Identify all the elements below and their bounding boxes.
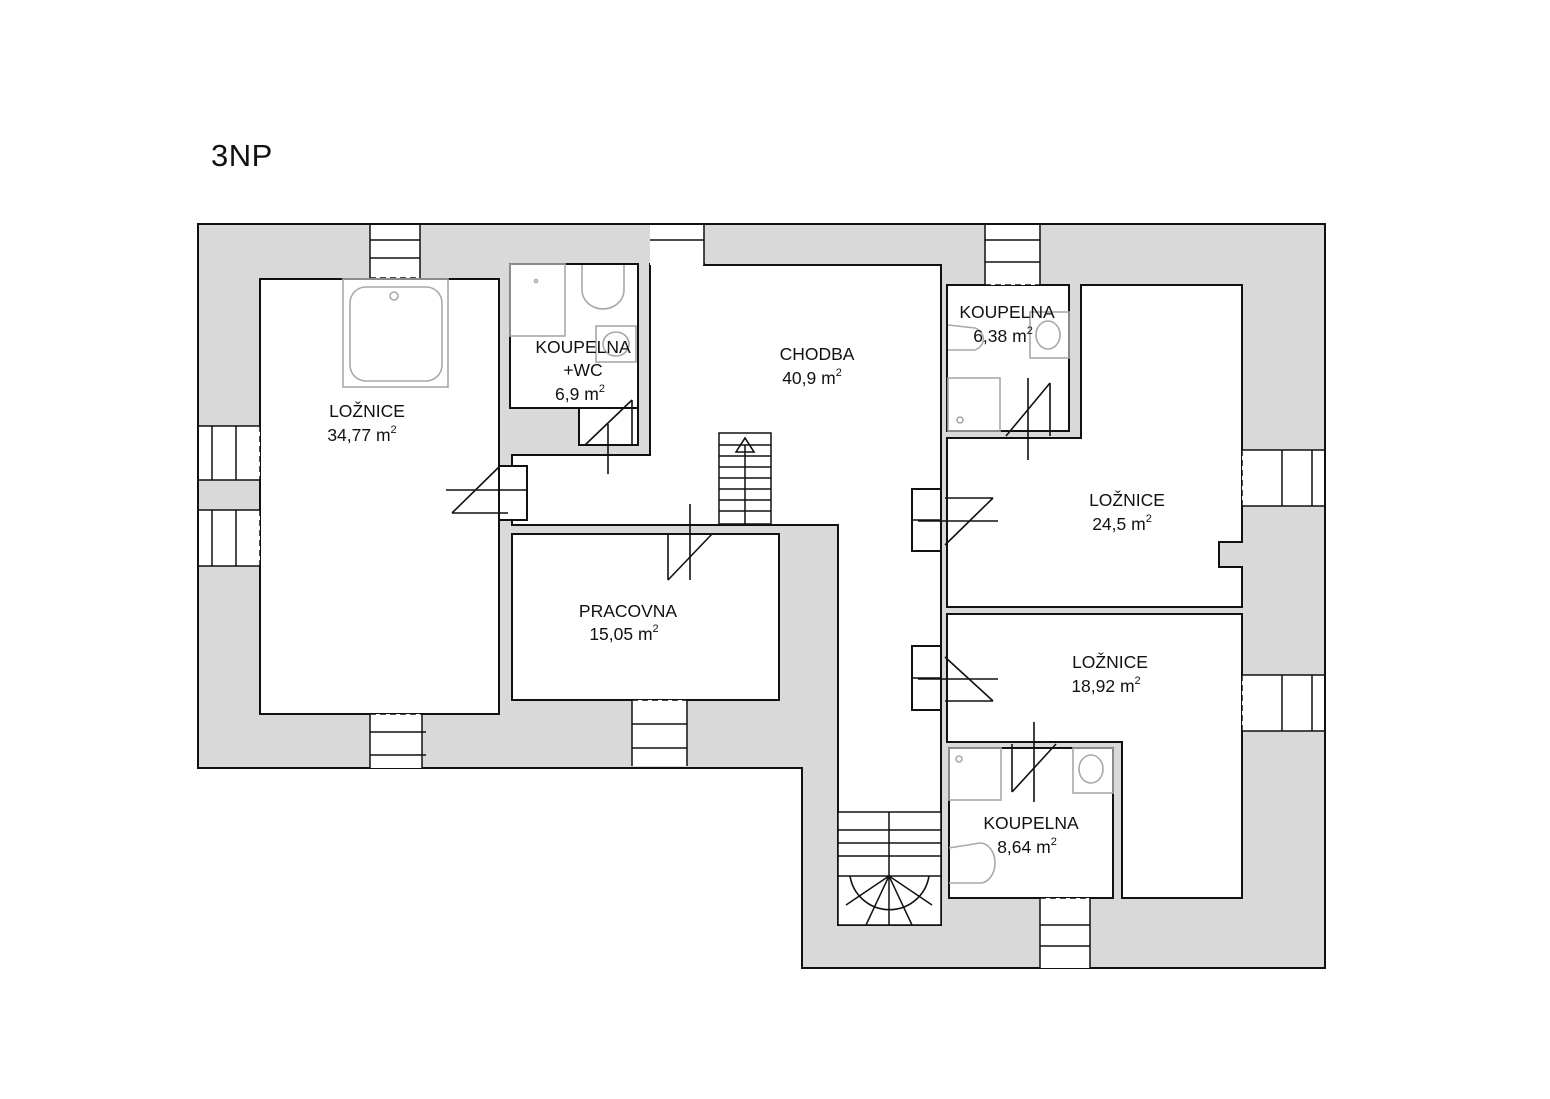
toilet-icon-3 [948, 842, 996, 884]
niche-3 [498, 465, 528, 521]
label-koupelna-3: KOUPELNA 8,64 m2 [983, 813, 1079, 857]
room-koupelna-3[interactable] [948, 747, 1114, 899]
shower-icon-3 [948, 747, 1002, 801]
window-right-1 [1241, 449, 1324, 507]
stair-straight [718, 432, 772, 525]
window-top-2 [650, 225, 705, 265]
label-loznice-1: LOŽNICE 34,77 m2 [327, 401, 405, 445]
door-pracovna[interactable] [667, 504, 713, 581]
toilet-icon-2 [947, 324, 985, 351]
window-top-1 [369, 225, 421, 279]
toilet-icon [581, 265, 625, 310]
label-koupelna-2: KOUPELNA 6,38 m2 [959, 302, 1055, 346]
door-koupelna-2[interactable] [1005, 378, 1051, 460]
label-loznice-2: LOŽNICE 24,5 m2 [1089, 490, 1165, 534]
sink-icon-2 [1029, 311, 1070, 359]
sink-icon [595, 325, 637, 363]
svg-text:8,64 m2: 8,64 m2 [997, 836, 1057, 857]
door-koupelna-wc[interactable] [584, 399, 633, 474]
svg-text:LOŽNICE: LOŽNICE [329, 401, 405, 421]
door-loznice-1[interactable] [446, 465, 527, 514]
room-pracovna[interactable] [511, 533, 780, 701]
room-loznice-1[interactable] [259, 278, 500, 715]
arrow-up-icon [734, 436, 756, 453]
bathtub-icon [342, 278, 449, 388]
svg-text:KOUPELNA: KOUPELNA [959, 302, 1055, 322]
svg-text:LOŽNICE: LOŽNICE [1089, 490, 1165, 510]
window-bottom-1 [369, 713, 426, 768]
window-bottom-2 [631, 699, 688, 766]
room-loznice-3[interactable] [946, 613, 1243, 899]
shower-icon [509, 263, 566, 337]
sink-icon-3 [1072, 747, 1114, 794]
svg-text:24,5 m2: 24,5 m2 [1092, 513, 1152, 534]
niche-1 [911, 488, 942, 552]
svg-text:PRACOVNA: PRACOVNA [579, 601, 678, 621]
svg-text:18,92 m2: 18,92 m2 [1071, 675, 1140, 696]
door-loznice-3[interactable] [918, 656, 998, 702]
svg-text:CHODBA: CHODBA [780, 344, 855, 364]
label-chodba: CHODBA 40,9 m2 [780, 344, 855, 388]
shower-icon-2 [947, 377, 1001, 432]
svg-text:KOUPELNA: KOUPELNA [535, 337, 631, 357]
floor-title: 3NP [211, 138, 273, 173]
window-left-1 [199, 425, 261, 481]
svg-text:+WC: +WC [563, 360, 602, 380]
door-koupelna-3[interactable] [1011, 722, 1057, 802]
label-loznice-3: LOŽNICE 18,92 m2 [1071, 652, 1148, 696]
svg-text:LOŽNICE: LOŽNICE [1072, 652, 1148, 672]
window-top-3 [984, 225, 1041, 286]
svg-text:34,77 m2: 34,77 m2 [327, 424, 396, 445]
label-pracovna: PRACOVNA 15,05 m2 [579, 601, 678, 644]
window-bottom-3 [1039, 897, 1091, 968]
svg-text:15,05 m2: 15,05 m2 [589, 623, 658, 644]
stair-winding [837, 811, 942, 926]
niche-2 [911, 645, 942, 711]
door-loznice-2[interactable] [918, 497, 998, 546]
label-koupelna-wc: KOUPELNA +WC 6,9 m2 [535, 337, 631, 404]
window-left-2 [199, 509, 261, 567]
svg-text:6,38 m2: 6,38 m2 [973, 325, 1033, 346]
window-right-2 [1241, 674, 1324, 732]
svg-text:KOUPELNA: KOUPELNA [983, 813, 1079, 833]
svg-text:40,9 m2: 40,9 m2 [782, 367, 842, 388]
svg-text:6,9 m2: 6,9 m2 [555, 383, 605, 404]
